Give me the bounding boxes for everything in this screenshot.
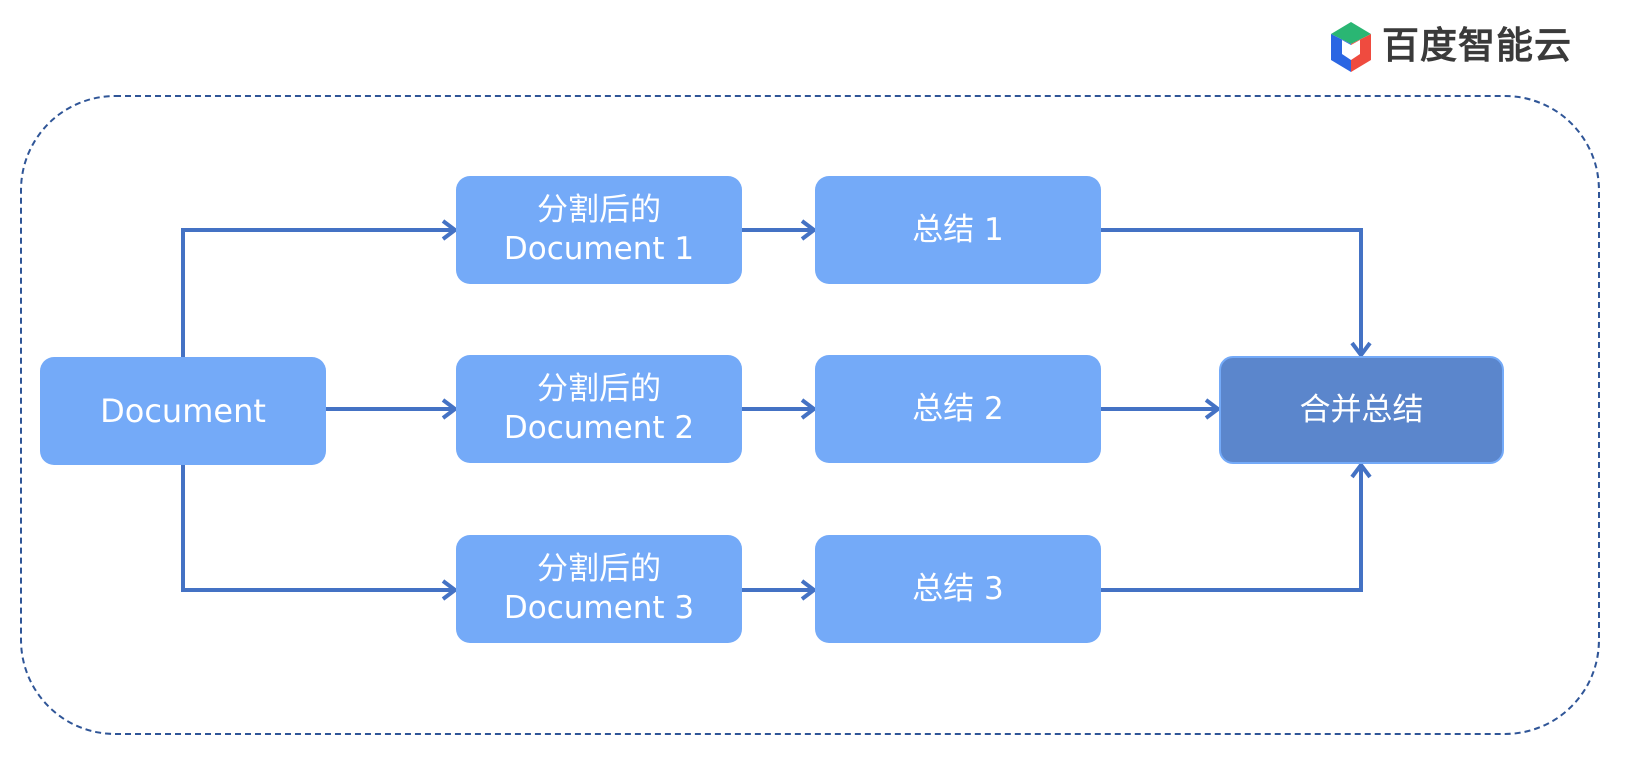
- node-split-1-line-1: 分割后的: [537, 192, 661, 229]
- arrowhead-summary-1: [800, 219, 818, 241]
- edge-summary-1-to-merge: [1101, 228, 1363, 355]
- edge-document-to-split-3: [181, 465, 455, 592]
- dashed-container-frame: [20, 95, 1600, 735]
- edge-document-to-split-1: [181, 228, 455, 357]
- edge-summary-3-to-merge: [1101, 465, 1363, 592]
- node-summary-2-label: 总结 2: [912, 390, 1004, 427]
- arrowhead-split-1: [441, 219, 459, 241]
- node-split-document-2: 分割后的 Document 2: [456, 355, 742, 463]
- arrowhead-merge-top: [1350, 341, 1372, 359]
- node-summary-2: 总结 2: [815, 355, 1101, 463]
- node-split-document-3: 分割后的 Document 3: [456, 535, 742, 643]
- node-summary-1-label: 总结 1: [912, 211, 1004, 248]
- baidu-cloud-logo-icon: [1331, 22, 1371, 72]
- node-summary-1: 总结 1: [815, 176, 1101, 284]
- arrowhead-merge-left: [1204, 398, 1222, 420]
- node-document: Document: [40, 357, 326, 465]
- arrowhead-split-2: [441, 398, 459, 420]
- arrowhead-split-3: [441, 579, 459, 601]
- node-split-3-line-2: Document 3: [503, 590, 695, 626]
- arrowhead-summary-2: [800, 398, 818, 420]
- node-split-2-line-2: Document 2: [503, 410, 695, 446]
- baidu-ai-cloud-logo: 百度智能云: [1326, 20, 1571, 76]
- node-split-document-1: 分割后的 Document 1: [456, 176, 742, 284]
- arrowhead-summary-3: [800, 579, 818, 601]
- arrowhead-merge-bottom: [1350, 461, 1372, 479]
- node-document-label: Document: [100, 392, 266, 430]
- node-merge-summary: 合并总结: [1219, 356, 1504, 464]
- node-summary-3: 总结 3: [815, 535, 1101, 643]
- node-summary-3-label: 总结 3: [912, 570, 1004, 607]
- node-split-1-line-2: Document 1: [503, 231, 695, 267]
- node-split-2-line-1: 分割后的: [537, 371, 661, 408]
- logo-text: 百度智能云: [1382, 24, 1572, 67]
- node-split-3-line-1: 分割后的: [537, 551, 661, 588]
- node-merge-label: 合并总结: [1299, 391, 1424, 428]
